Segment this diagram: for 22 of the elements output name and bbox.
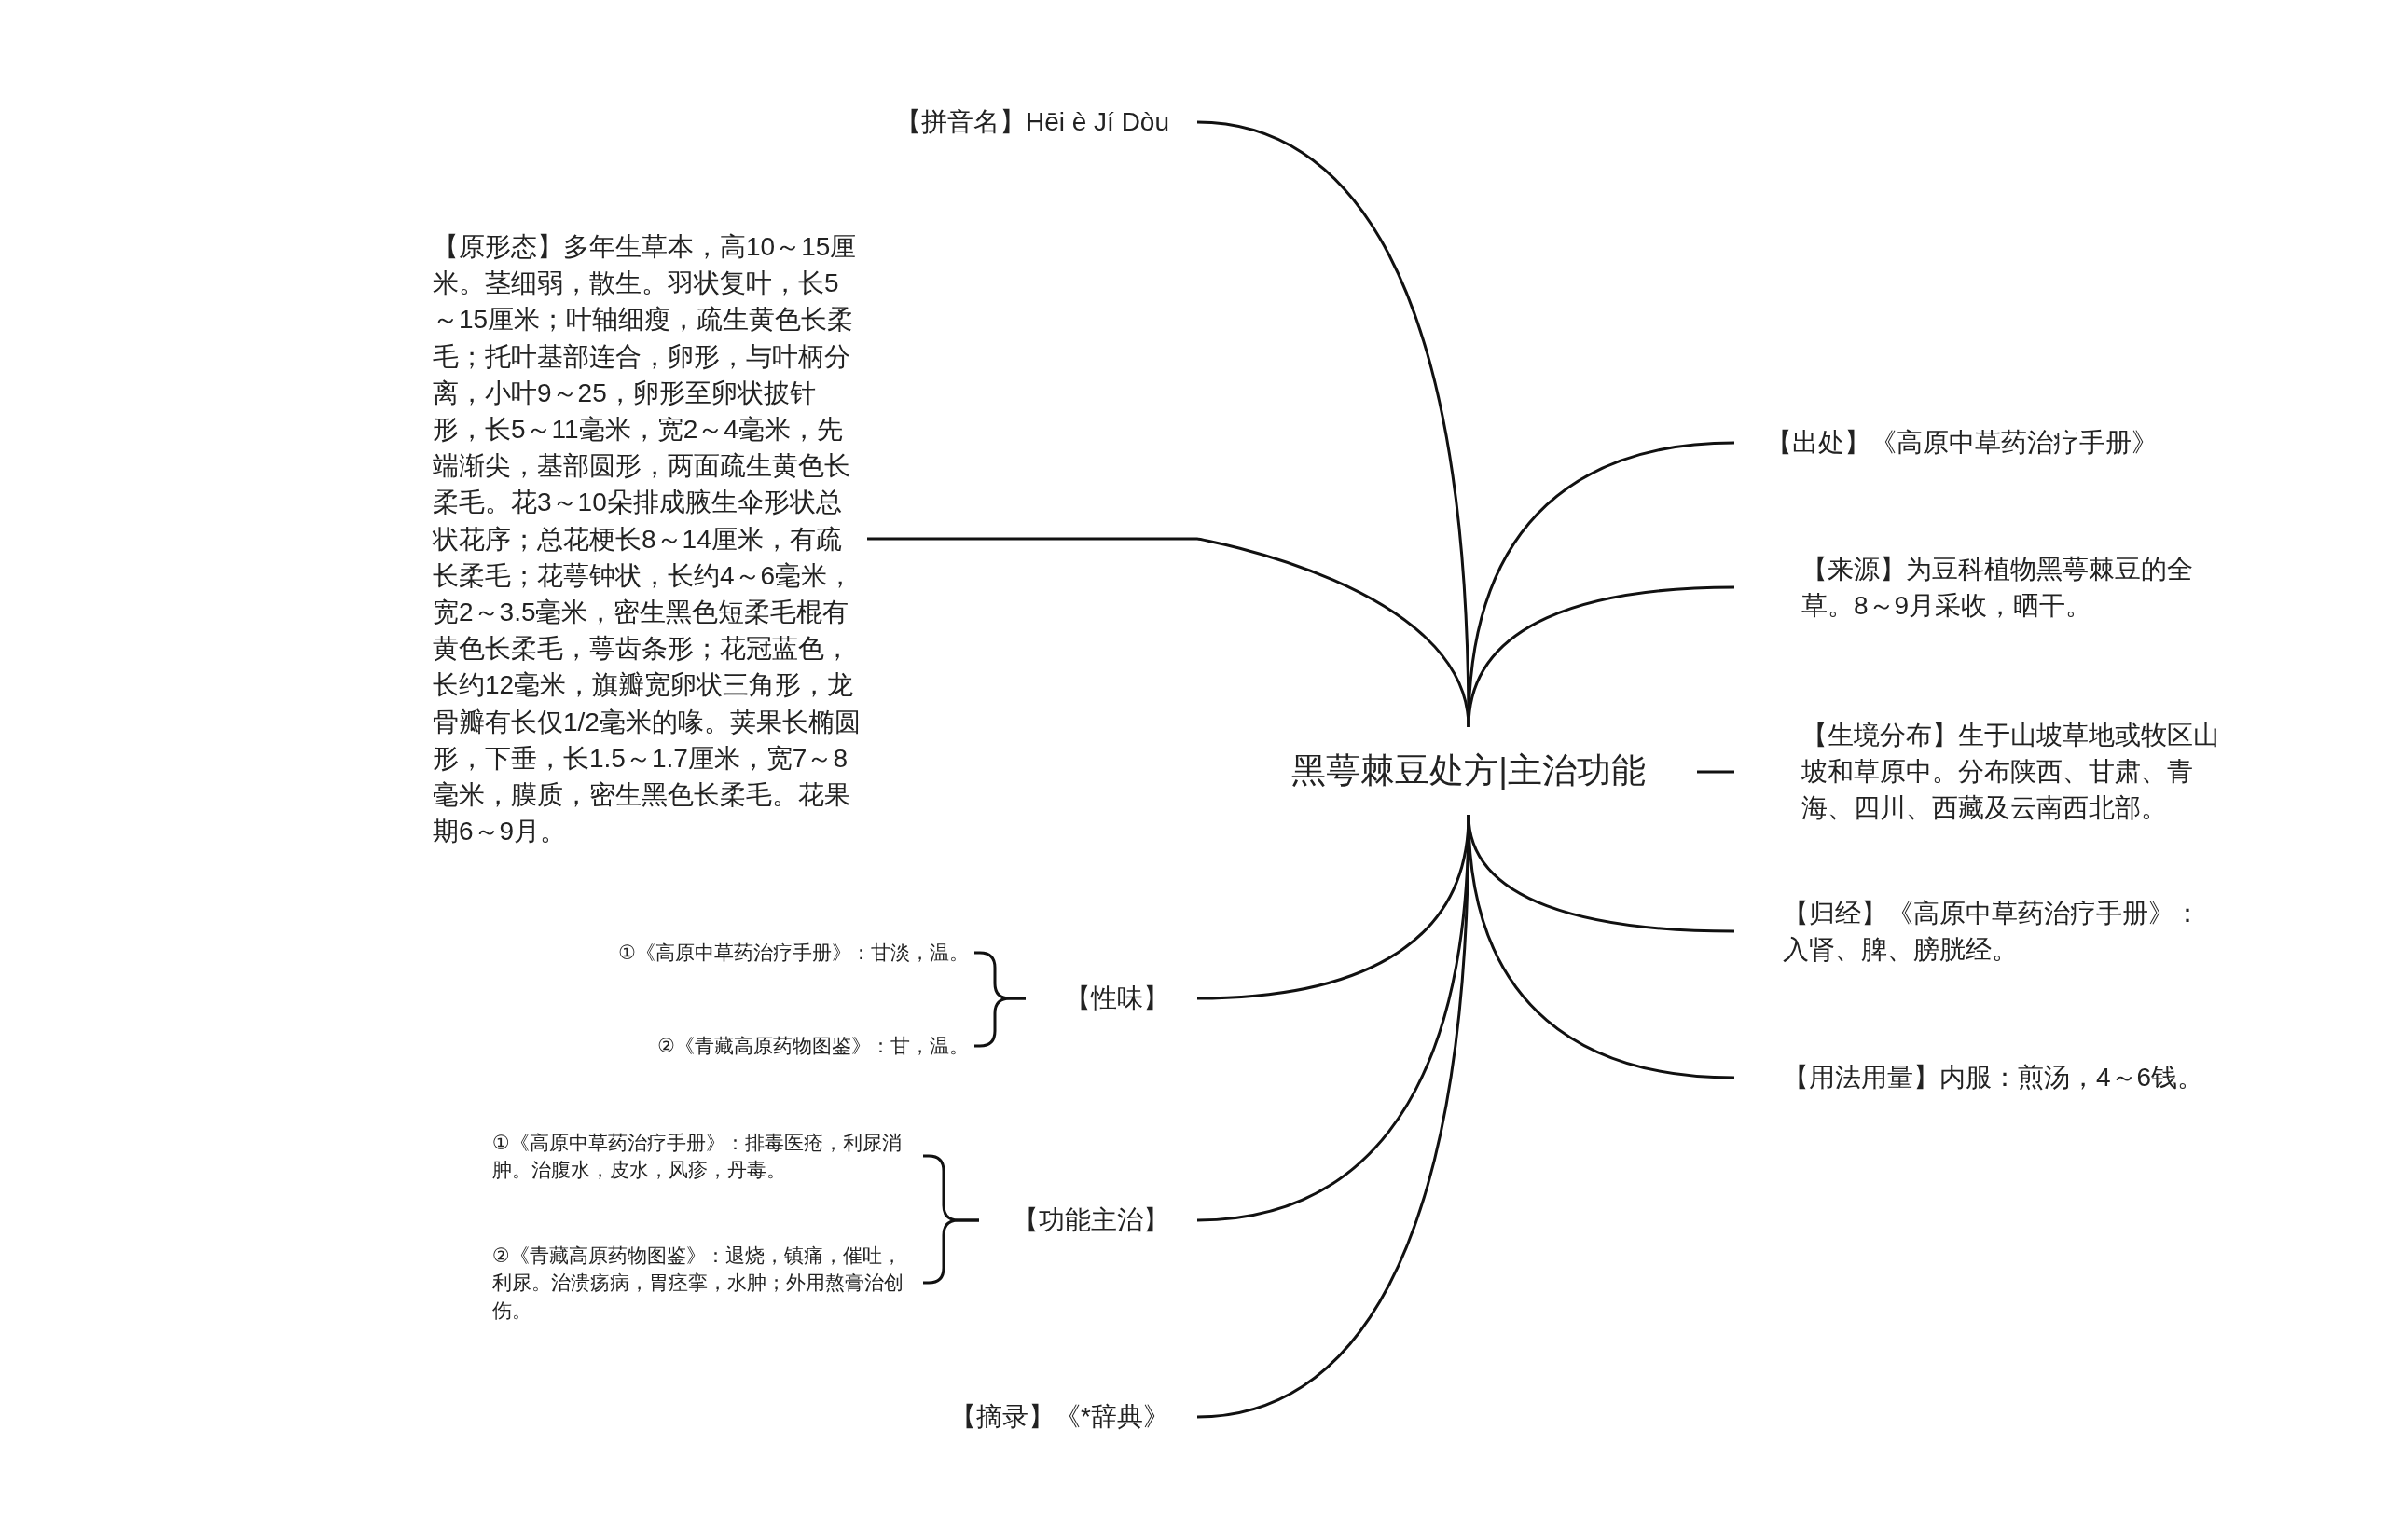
topic-text: 【用法用量】内服：煎汤，4～6钱。 bbox=[1734, 1059, 2219, 1096]
topic-text: 【出处】《高原中草药治疗手册》 bbox=[1734, 424, 2219, 461]
topic-text: 【原形态】多年生草本，高10～15厘米。茎细弱，散生。羽状复叶，长5～15厘米；叶轴细瘦，疏生黄色长柔毛；托叶基部连合，卵形，与叶柄分离，小叶9～25，卵形至卵状披针形，长5～11毫米，宽2～4毫米，先端渐尖，基部圆形，两面疏生黄色长柔毛。花3～10朵排成腋生伞形状总状花序；总花梗长8～14厘米，有疏长柔毛；花萼钟状，长约4～6毫米，宽2～3.5毫米，密生黑色短柔毛棍有黄色长柔毛，萼齿条形；花冠蓝色，长约12毫米，旗瓣宽卵状三角形，龙骨瓣有长仅1/2毫米的喙。荚果长椭圆形，下垂，长1.5～1.7厘米，宽7～8毫米，膜质，密生黑色长柔毛。花果期6～9月。 bbox=[423, 227, 867, 850]
note-text: ①《高原中草药治疗手册》：甘淡，温。 bbox=[559, 939, 974, 967]
branch-line bbox=[867, 537, 1470, 728]
topic-text: 【拼音名】Hēi è Jí Dòu bbox=[802, 103, 1197, 141]
branch-line bbox=[1467, 585, 1735, 728]
branch-line bbox=[1467, 441, 1735, 728]
topic-text: 【功能主治】 bbox=[979, 1202, 1197, 1239]
topic-text: 【归经】《高原中草药治疗手册》：入肾、脾、膀胱经。 bbox=[1734, 894, 2219, 969]
topic-text: 【摘录】《*辞典》 bbox=[895, 1398, 1197, 1436]
branch-line bbox=[1196, 814, 1470, 1419]
brace-line bbox=[923, 1218, 979, 1285]
note-text: ②《青藏高原药物图鉴》：退烧，镇痛，催吐，利尿。治溃疡病，胃痉挛，水肿；外用熬膏治创伤。 bbox=[492, 1241, 923, 1325]
branch-line bbox=[1467, 814, 1735, 1079]
topic-text: 【生境分布】生于山坡草地或牧区山坡和草原中。分布陕西、甘肃、青海、四川、西藏及云南西北部。 bbox=[1734, 717, 2238, 827]
topic-text: 【性味】 bbox=[1026, 980, 1197, 1017]
note-text: ①《高原中草药治疗手册》：排毒医疮，利尿消肿。治腹水，皮水，风疹，丹毒。 bbox=[492, 1128, 923, 1184]
note-text: ②《青藏高原药物图鉴》：甘，温。 bbox=[559, 1032, 974, 1060]
central-topic: 黑萼棘豆处方|主治功能 bbox=[1240, 727, 1697, 815]
topic-text: 【来源】为豆科植物黑萼棘豆的全草。8～9月采收，晒干。 bbox=[1734, 550, 2238, 625]
branch-line bbox=[1697, 770, 1734, 774]
